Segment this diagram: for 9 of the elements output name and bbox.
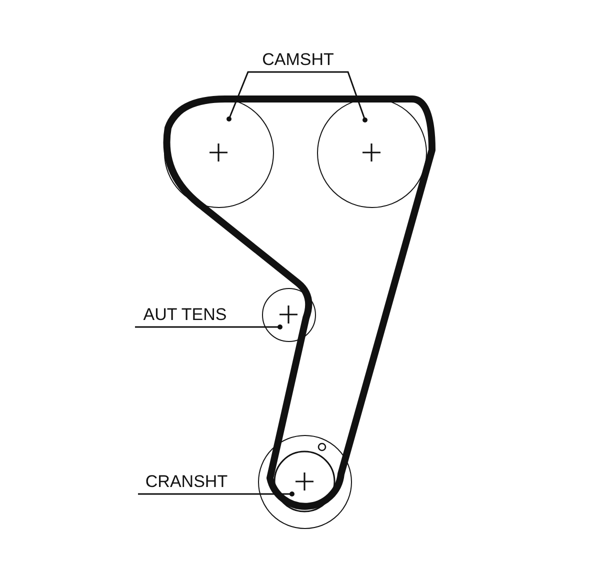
part-label: CAMSHT: [256, 50, 340, 72]
leader-line: [226, 71, 298, 122]
crankshaft-pulley: [258, 435, 352, 529]
leader-line: [135, 324, 282, 330]
leader-line: [298, 71, 368, 122]
part-label: CRANSHT: [138, 472, 235, 494]
tensioner-pulley: [262, 288, 316, 342]
leader-line: [138, 492, 294, 496]
part-label: AUT TENS: [135, 305, 235, 327]
